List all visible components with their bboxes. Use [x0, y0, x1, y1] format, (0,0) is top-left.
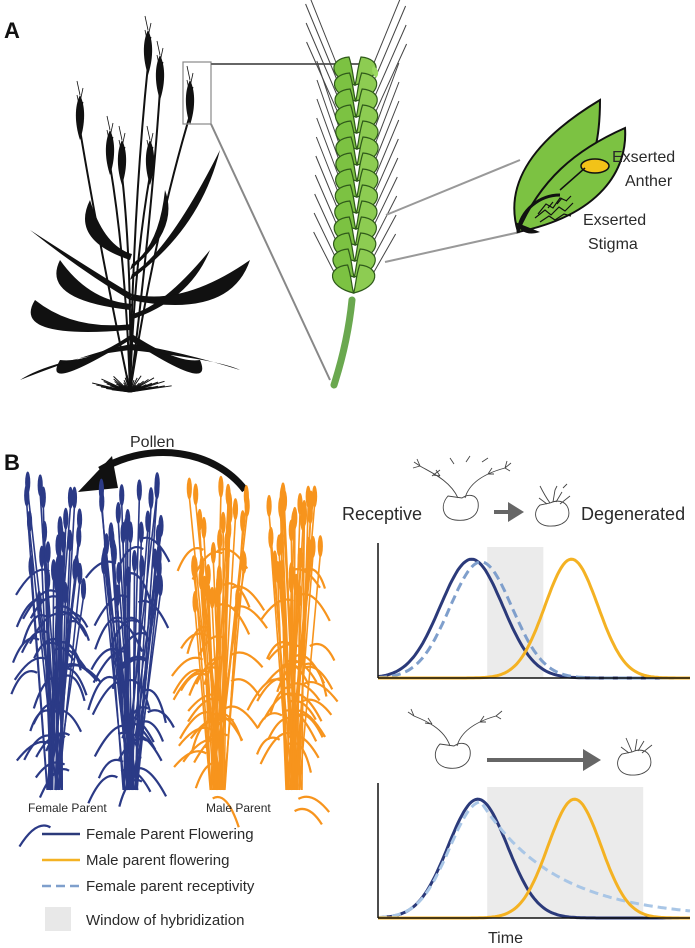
legend-window-swatch [45, 907, 71, 931]
legend: Female Parent Flowering Male parent flow… [42, 826, 255, 931]
receptive-stigma-icon-2 [407, 708, 503, 769]
male-parent-label: Male Parent [206, 801, 271, 815]
wheat-spike-illustration [305, 0, 408, 389]
female-parent-plants [10, 471, 175, 848]
pollen-label: Pollen [130, 434, 174, 451]
degenerated-stigma-icon [535, 483, 571, 527]
series-1-curve [377, 800, 691, 919]
legend-window-label: Window of hybridization [86, 912, 244, 929]
flowering-chart-1 [377, 543, 690, 680]
receptive-stigma-icon [412, 455, 512, 521]
time-axis-label: Time [488, 930, 523, 947]
legend-male-flowering-label: Male parent flowering [86, 852, 229, 869]
legend-female-flowering-label: Female Parent Flowering [86, 826, 254, 843]
degenerated-stigma-icon-2 [617, 737, 653, 776]
zoom-line-bottom [210, 123, 331, 381]
receptive-label: Receptive [342, 504, 422, 524]
panel-b-label: B [4, 450, 20, 475]
flowering-chart-2 [377, 783, 691, 920]
pollen-arrow [98, 449, 248, 493]
degenerated-label: Degenerated [581, 504, 685, 524]
floret-illustration [513, 98, 627, 234]
floret-zoom-line-top [385, 159, 521, 216]
pollen-arrow-head [78, 456, 118, 492]
stigma-icon [534, 195, 574, 223]
zoom-box [182, 61, 212, 125]
exserted-anther-label-line1: Exserted [612, 149, 675, 166]
wheat-plant-illustration [20, 15, 250, 393]
female-parent-label: Female Parent [28, 801, 107, 815]
exserted-stigma-label-line1: Exserted [583, 212, 646, 229]
exserted-anther-label-line2: Anther [625, 173, 673, 190]
floret-zoom-line-bottom [384, 231, 521, 263]
panel-a-label: A [4, 18, 20, 43]
exserted-stigma-label-line2: Stigma [588, 236, 638, 253]
legend-receptivity-label: Female parent receptivity [86, 878, 255, 895]
male-parent-plants [171, 475, 339, 828]
anther-icon [580, 158, 610, 174]
